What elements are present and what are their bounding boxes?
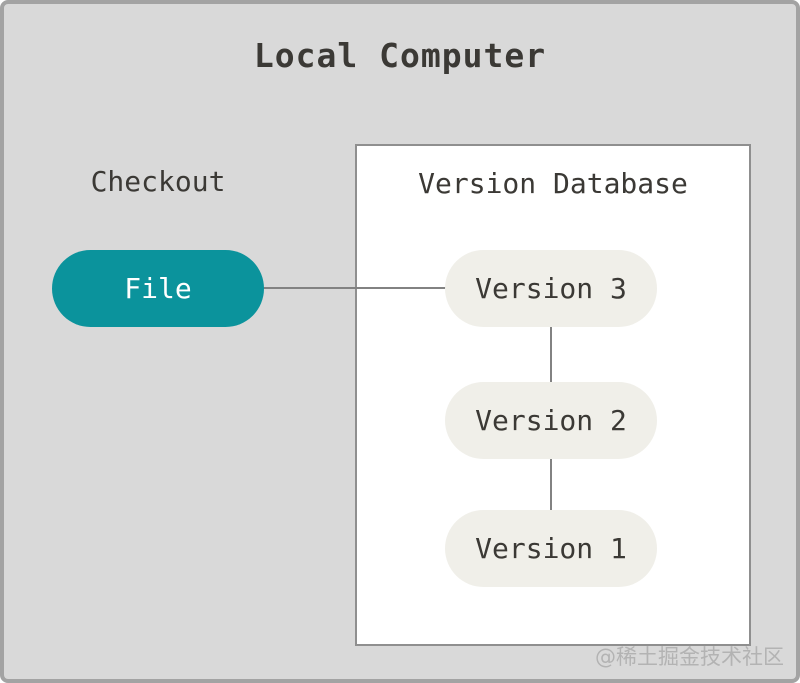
checkout-label: Checkout: [90, 165, 226, 198]
file-node-label: File: [124, 272, 192, 305]
version3-node: Version 3: [445, 250, 657, 327]
version-database-title: Version Database: [418, 167, 688, 200]
file-node: File: [52, 250, 264, 327]
watermark: @稀土掘金技术社区: [595, 645, 784, 669]
version1-node: Version 1: [445, 510, 657, 587]
version1-node-label: Version 1: [475, 532, 627, 565]
connector-version2-to-version1: [550, 458, 552, 511]
version2-node-label: Version 2: [475, 404, 627, 437]
diagram-title: Local Computer: [253, 36, 547, 75]
version2-node: Version 2: [445, 382, 657, 459]
connector-version3-to-version2: [550, 326, 552, 383]
connector-file-to-version3: [260, 287, 448, 289]
version3-node-label: Version 3: [475, 272, 627, 305]
